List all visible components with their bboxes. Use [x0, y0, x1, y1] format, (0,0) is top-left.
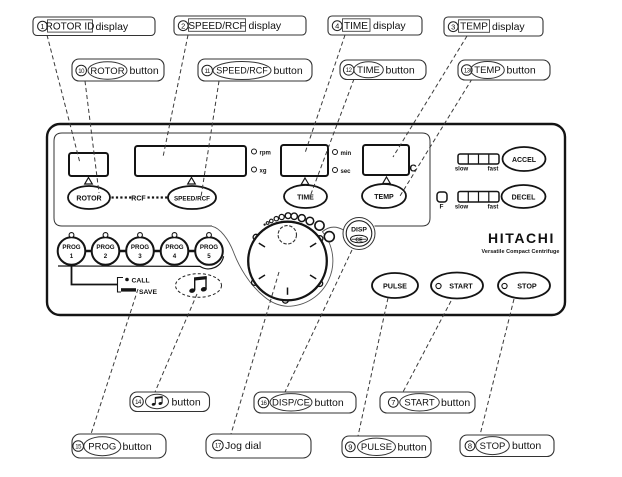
svg-text:11: 11 — [204, 69, 210, 75]
svg-text:1: 1 — [70, 253, 74, 260]
svg-text:ROTOR: ROTOR — [76, 196, 101, 203]
svg-text:CALL: CALL — [132, 278, 150, 285]
svg-text:5: 5 — [207, 253, 211, 260]
svg-text:Jog dial: Jog dial — [225, 440, 261, 452]
svg-text:3: 3 — [451, 23, 455, 32]
svg-text:button: button — [386, 64, 415, 76]
svg-text:STOP: STOP — [480, 441, 506, 452]
svg-text:PROG: PROG — [200, 244, 218, 251]
svg-text:SPEED/RCF: SPEED/RCF — [174, 196, 210, 203]
svg-text:SPEED/RCF: SPEED/RCF — [216, 66, 268, 76]
svg-text:16: 16 — [261, 401, 268, 407]
svg-text:PROG: PROG — [96, 244, 114, 251]
svg-text:DISP/CE: DISP/CE — [272, 398, 310, 409]
svg-text:ACCEL: ACCEL — [512, 157, 537, 164]
svg-text:DECEL: DECEL — [512, 195, 536, 202]
svg-text:13: 13 — [464, 68, 471, 74]
svg-text:12: 12 — [346, 68, 353, 74]
svg-text:TEMP: TEMP — [460, 22, 488, 33]
svg-text:PULSE: PULSE — [383, 282, 407, 291]
svg-text:xg: xg — [260, 169, 267, 175]
svg-text:7: 7 — [391, 398, 395, 407]
svg-text:TIME: TIME — [344, 21, 368, 32]
svg-text:display: display — [96, 21, 129, 33]
svg-text:F: F — [440, 204, 444, 211]
svg-text:ROTOR ID: ROTOR ID — [46, 22, 95, 33]
svg-text:2: 2 — [181, 22, 185, 31]
svg-text:button: button — [507, 65, 536, 77]
svg-text:14: 14 — [135, 400, 142, 406]
svg-text:STOP: STOP — [517, 282, 537, 291]
svg-text:display: display — [373, 20, 406, 32]
svg-text:PROG: PROG — [131, 244, 149, 251]
svg-text:C: C — [410, 164, 417, 175]
svg-text:8: 8 — [468, 442, 472, 451]
svg-text:START: START — [404, 398, 434, 409]
svg-text:button: button — [512, 440, 541, 452]
svg-text:button: button — [172, 396, 201, 408]
svg-text:PULSE: PULSE — [361, 442, 392, 453]
svg-text:PROG: PROG — [165, 244, 183, 251]
svg-text:TIME: TIME — [357, 65, 380, 76]
svg-text:button: button — [274, 65, 303, 77]
svg-text:10: 10 — [78, 69, 85, 75]
svg-text:slow: slow — [455, 167, 469, 173]
svg-text:9: 9 — [348, 443, 352, 452]
svg-text:PROG: PROG — [62, 244, 80, 251]
svg-text:rpm: rpm — [260, 151, 271, 157]
svg-text:display: display — [249, 20, 282, 32]
svg-text:SPEED/RCF: SPEED/RCF — [188, 21, 245, 32]
svg-text:2: 2 — [104, 253, 108, 260]
svg-text:TEMP: TEMP — [374, 194, 394, 201]
svg-text:ROTOR: ROTOR — [90, 66, 124, 77]
svg-text:PROG: PROG — [88, 442, 116, 453]
svg-text:DISP: DISP — [351, 227, 367, 234]
svg-text:3: 3 — [138, 253, 142, 260]
svg-text:button: button — [123, 441, 152, 453]
svg-text:RCF: RCF — [131, 195, 146, 202]
svg-text:button: button — [398, 441, 427, 453]
svg-text:sec: sec — [341, 169, 352, 175]
svg-text:TIME: TIME — [297, 195, 314, 202]
svg-text:button: button — [130, 65, 159, 77]
svg-text:SAVE: SAVE — [139, 289, 157, 296]
svg-text:4: 4 — [173, 253, 177, 260]
svg-text:1: 1 — [40, 22, 44, 31]
svg-text:fast: fast — [488, 205, 499, 211]
svg-text:CE: CE — [355, 238, 363, 244]
svg-text:min: min — [341, 151, 352, 157]
svg-text:Versatile Compact Centrifuge: Versatile Compact Centrifuge — [482, 249, 560, 255]
svg-text:15: 15 — [75, 444, 82, 450]
svg-text:button: button — [315, 397, 344, 409]
svg-text:fast: fast — [488, 167, 499, 173]
svg-text:START: START — [449, 282, 473, 291]
svg-text:TEMP: TEMP — [474, 65, 500, 76]
svg-text:4: 4 — [335, 22, 339, 31]
svg-text:button: button — [441, 397, 470, 409]
svg-text:17: 17 — [215, 444, 222, 450]
svg-text:slow: slow — [455, 205, 469, 211]
svg-text:display: display — [492, 21, 525, 33]
svg-text:HITACHI: HITACHI — [488, 230, 555, 246]
